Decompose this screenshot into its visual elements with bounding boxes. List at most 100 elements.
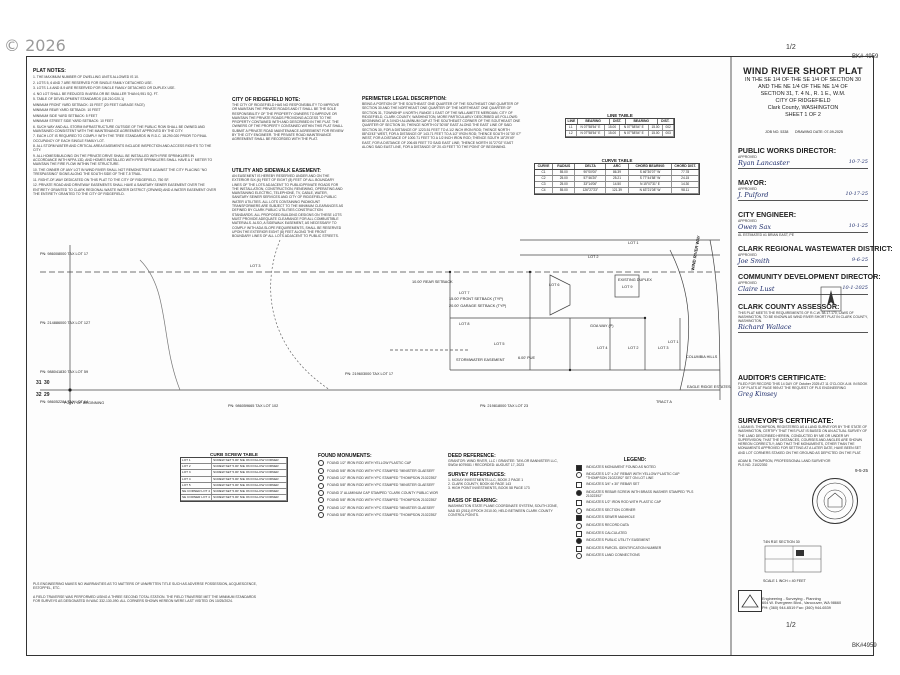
table-cell: 003 bbox=[663, 131, 674, 136]
approval-date: 9-6-25 bbox=[851, 257, 868, 263]
deed-text: GRANTOR: WIND RIVER, LLC / GRANTEE: TAYL… bbox=[448, 459, 558, 468]
monument-text: FOUND 5/8" IRON ROD WITH YPC STAMPED "MI… bbox=[327, 468, 435, 473]
plat-notes-heading: PLAT NOTES: bbox=[33, 68, 66, 74]
legend-item: INDICATES MONUMENT FOUND AS NOTED bbox=[576, 464, 694, 471]
legend-item: INDICATES LAND CONNECTIONS bbox=[576, 553, 694, 560]
table-cell: 77.78 bbox=[672, 170, 699, 175]
tax-lot-label: PN: 214886000 TAX LOT 127 bbox=[40, 321, 91, 325]
firm-line: PH: (360) 944-6519 Fax: (360) 944-6539 bbox=[762, 605, 831, 610]
tax-lot-label: PN: 219818000 TAX LOT 23 bbox=[480, 404, 529, 408]
lot-label: LOT 3 bbox=[250, 264, 261, 268]
monument-text: FOUND 3" ALUMINUM CAP STAMPED "CLARK COU… bbox=[327, 490, 438, 495]
table-cell: S 46°30'07" W bbox=[629, 170, 673, 175]
disclaimer-item: A FIELD TRAVERSE WAS PERFORMED USING A T… bbox=[33, 594, 257, 603]
list-item: FOUND 1/2" IRON ROD WITH YELLOW PLASTIC … bbox=[318, 460, 438, 467]
table-cell: LOT 4 bbox=[181, 476, 213, 482]
existing-duplex-label: EXISTING DUPLEX bbox=[618, 278, 652, 282]
table-header-cell: BEARING bbox=[626, 119, 658, 124]
lot-label: LOT 2 bbox=[588, 255, 599, 259]
title-line: SECTION 31, T. 4 N., R. 1 E., W.M. bbox=[760, 91, 846, 97]
table-cell: 86.39 bbox=[606, 170, 629, 175]
approval-extra: AL ESTIMATED #1 BRIAN EAST, PE bbox=[738, 233, 794, 237]
tax-lot-label: PN: 219603000 TAX LOT 17 bbox=[345, 372, 394, 376]
disclaimer: PLS ENGINEERING MAKES NO WARRANTIES AS T… bbox=[33, 582, 263, 607]
record-mark-top: BK# 4959 bbox=[852, 54, 879, 60]
surveyor-title: SURVEYOR'S CERTIFICATE: bbox=[738, 418, 834, 425]
approval-block: CLARK COUNTY ASSESSOR:THIS PLAT MEETS TH… bbox=[738, 302, 868, 333]
approval-title: MAYOR: bbox=[738, 178, 767, 187]
lot-label: LOT 4 bbox=[597, 346, 608, 350]
table-cell: 55.00 bbox=[553, 188, 576, 193]
lot-label: LOT 8 bbox=[459, 322, 470, 326]
plat-subtitle: IN THE SE 1/4 OF THE SE 1/4 OF SECTION 3… bbox=[735, 77, 871, 119]
plat-note-item: 7. EACH LOT IS REQUIRED TO COMPLY WITH T… bbox=[33, 134, 207, 143]
surveyor-certificate: SURVEYOR'S CERTIFICATE: I, ADAM B. THOMP… bbox=[738, 418, 868, 473]
plat-note-item: 3. LOTS 1-4 AND 8-9 ARE RESERVED FOR SIN… bbox=[33, 86, 176, 91]
table-cell: C3 bbox=[535, 182, 554, 187]
table-cell: 25.21 bbox=[606, 176, 629, 181]
plat-note-item: 6. SUCH WAY AND ALL STORM INFRASTRUCTURE… bbox=[33, 124, 205, 133]
list-item: FOUND 5/8" IRON ROD WITH YPC STAMPED "MI… bbox=[318, 467, 438, 474]
approval-role: THIS PLAT MEETS THE REQUIREMENTS OF R.C.… bbox=[738, 311, 868, 323]
plat-note-item: 9. ALL HOMES/BUILDING ON THE PRIVATE DRI… bbox=[33, 153, 213, 167]
point-of-beginning-label: POINT OF BEGINNING bbox=[64, 401, 105, 405]
table-cell: 25.00 bbox=[553, 182, 576, 187]
monument-symbol-icon bbox=[318, 512, 324, 519]
legend-item: INDICATES 1/2" x 24" REBAR WITH YELLOW P… bbox=[576, 472, 694, 481]
table-cell: 15.00 bbox=[605, 125, 620, 130]
record-mark-bottom: BK#4959 bbox=[852, 643, 877, 649]
table-cell: SE CORNER LOT 4 bbox=[181, 495, 213, 501]
lot-label: LOT 2 bbox=[628, 346, 639, 350]
table-header-cell: BEARING bbox=[578, 119, 610, 124]
found-monuments: FOUND MONUMENTS: FOUND 1/2" IRON ROD WIT… bbox=[318, 453, 438, 519]
survey-references-title: SURVEY REFERENCES: bbox=[448, 471, 506, 478]
plat-note-item: MINIMUM FRONT YARD SETBACK: 15 FEET (20 … bbox=[33, 102, 145, 107]
table-cell: SCREW SET 5.00' N/E ON FOLLOW CORNER bbox=[212, 458, 287, 464]
monument-symbol-icon bbox=[318, 460, 324, 467]
easement-label: STORMWATER EASEMENT bbox=[456, 358, 505, 362]
monument-text: FOUND 5/8" IRON ROD WITH YPC STAMPED "TH… bbox=[327, 498, 438, 503]
table-cell: SCREW SET 5.00' N/E ON FOLLOW CORNER bbox=[212, 470, 287, 476]
subdivision-label: COLUMBIA HILLS bbox=[686, 355, 718, 359]
title-line: IN THE SE 1/4 OF THE SE 1/4 OF SECTION 3… bbox=[744, 77, 862, 83]
table-cell: SCREW SET 5.00' N/E ON FOLLOW CORNER bbox=[212, 464, 287, 470]
approval-title: CITY ENGINEER: bbox=[738, 210, 797, 219]
legend-symbol-icon bbox=[576, 489, 582, 496]
disclaimer-item: PLS ENGINEERING MAKES NO WARRANTIES AS T… bbox=[33, 582, 257, 591]
deed-reference: DEED REFERENCE: GRANTOR: WIND RIVER, LLC… bbox=[448, 453, 558, 517]
legend-title: LEGEND: bbox=[623, 457, 647, 463]
approval-signature: Richard Wallace bbox=[738, 323, 792, 331]
table-cell: NE CORNER LOT 4 bbox=[181, 489, 213, 495]
plat-note-item: 1. THE MAXIMUM NUMBER OF DWELLING UNITS … bbox=[33, 75, 140, 80]
lot-label: LOT 3 bbox=[658, 346, 669, 350]
surveyor-name: ADAM B. THOMPSON, PROFESSIONAL LAND SURV… bbox=[738, 459, 831, 464]
table-header-cell: ARC bbox=[606, 164, 629, 169]
table-cell: SCREW SET 5.00' N/E ON FOLLOW CORNER bbox=[212, 476, 287, 482]
easement-label: 6.00' PUE bbox=[518, 356, 535, 360]
table-cell: SCREW SET 5.00' N/E ON FOLLOW CORNER bbox=[212, 495, 287, 501]
monument-symbol-icon bbox=[318, 489, 324, 496]
legend-item: INDICATES SECTION CORNER bbox=[576, 507, 694, 514]
plat-note-item: 2. LOTS 5, 6 AND 7 ARE RESERVED FOR SING… bbox=[33, 80, 153, 85]
plat-notes: PLAT NOTES: 1. THE MAXIMUM NUMBER OF DWE… bbox=[33, 68, 218, 238]
legend-symbol-icon bbox=[576, 464, 582, 471]
title-line: CITY OF RIDGEFIELD bbox=[775, 98, 831, 104]
approval-title: PUBLIC WORKS DIRECTOR: bbox=[738, 146, 837, 155]
plat-note-item: 12. PRIVATE ROAD AND DRIVEWAY EASEMENTS … bbox=[33, 183, 217, 196]
legend-text: INDICATES 3/4" x 30" REBAR SET bbox=[586, 482, 640, 487]
table-cell: 14.30 bbox=[672, 182, 699, 187]
